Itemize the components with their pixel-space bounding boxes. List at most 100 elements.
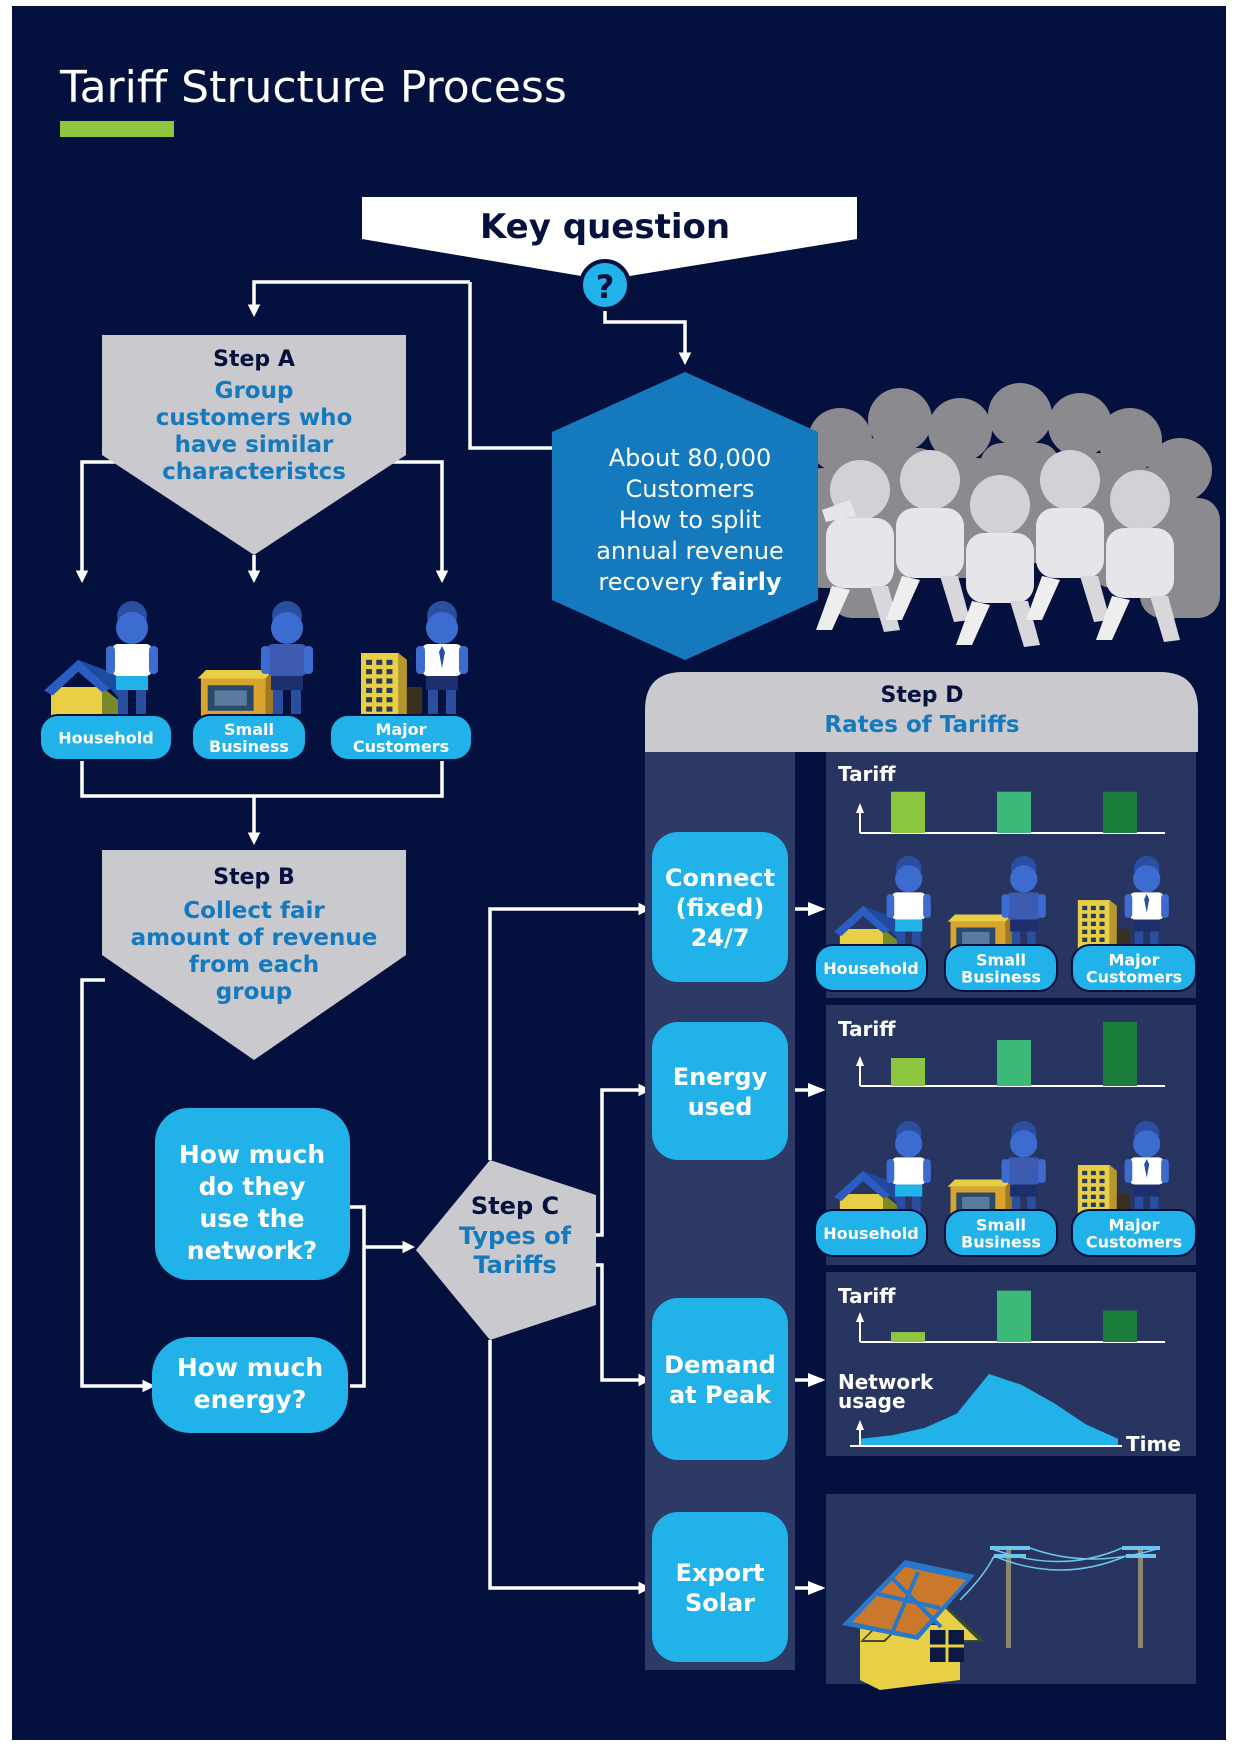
text-line: group <box>216 979 292 1005</box>
chart-bar <box>1103 1310 1137 1342</box>
text-line: Customers <box>353 737 449 756</box>
tariff-type-pill <box>652 832 788 982</box>
tariff-type-pill <box>652 1512 788 1662</box>
page-title: Tariff Structure Process <box>59 62 567 113</box>
text-line: used <box>688 1093 753 1121</box>
title-underline <box>60 121 174 137</box>
person-icon <box>1001 1120 1046 1217</box>
network-question-text: How much do they use the network? <box>179 1140 325 1265</box>
network-usage-area <box>860 1374 1118 1446</box>
text-line: Customers <box>625 475 754 503</box>
text-line: Small <box>224 720 274 739</box>
text-line: Tariffs <box>473 1251 556 1279</box>
text-line: How to split <box>619 506 761 534</box>
text-line: Energy <box>673 1063 768 1091</box>
chart-bar <box>891 1058 925 1086</box>
person-icon <box>1001 855 1046 952</box>
text-line: Household <box>823 959 918 978</box>
text-line: Types of <box>459 1222 572 1250</box>
text-line: Business <box>961 1233 1041 1252</box>
text-line: Business <box>209 737 289 756</box>
solar-house-illustration <box>842 1546 1161 1690</box>
step-c-label: Step C <box>471 1192 559 1220</box>
person-icon <box>1124 855 1169 952</box>
text-line: Group <box>215 378 294 404</box>
text-line: amount of revenue <box>131 925 378 951</box>
text-line: How much <box>177 1353 323 1382</box>
step-a-label: Step A <box>213 347 295 372</box>
chart-bar <box>997 791 1031 833</box>
text-line: Business <box>961 968 1041 987</box>
text-line: Customers <box>1086 968 1182 987</box>
chart-ylabel: Tariff <box>838 762 896 786</box>
text-line: Demand <box>664 1351 776 1379</box>
person-icon <box>886 1120 931 1217</box>
chart-bar <box>997 1290 1031 1342</box>
text-line: Small <box>976 951 1026 970</box>
text-line: Network <box>838 1370 934 1394</box>
person-icon <box>416 601 468 714</box>
text-line: annual revenue <box>596 537 784 565</box>
area-xlabel: Time <box>1126 1432 1181 1456</box>
text-line: Major <box>1108 951 1159 970</box>
text-line: Export <box>676 1559 765 1587</box>
text-line: do they <box>199 1172 306 1201</box>
key-question-label: Key question <box>480 207 730 247</box>
chart-bar <box>1103 1022 1137 1086</box>
customer-group-label: Household <box>823 959 918 978</box>
text-line: Household <box>823 1224 918 1243</box>
text-line: characteristcs <box>162 459 346 485</box>
customer-group-label: Household <box>58 729 153 748</box>
text-line: at Peak <box>669 1381 772 1409</box>
network-question: How much do they use the network? <box>155 1108 350 1280</box>
text-line: Customers <box>1086 1233 1182 1252</box>
emphasis-text: fairly <box>711 568 782 596</box>
text-line: have similar <box>175 432 334 458</box>
tariff-type-pill <box>652 1298 788 1460</box>
text-line: use the <box>199 1204 304 1233</box>
text-line: from each <box>189 952 319 978</box>
key-question-banner: Key question ? <box>362 197 857 311</box>
chart-bar <box>891 791 925 833</box>
text-line: network? <box>187 1236 317 1265</box>
text-line: recovery <box>598 568 711 596</box>
text-line: usage <box>838 1389 906 1413</box>
customer-group-label: Household <box>823 1224 918 1243</box>
text-line: Household <box>58 729 153 748</box>
text-line: Small <box>976 1216 1026 1235</box>
crowd-illustration <box>800 383 1220 647</box>
chart-bar <box>997 1040 1031 1086</box>
person-icon <box>261 601 313 714</box>
chart-bar <box>891 1332 925 1342</box>
person-icon <box>886 855 931 952</box>
text-line: How much <box>179 1140 325 1169</box>
chart-bar <box>1103 791 1137 833</box>
step-b-label: Step B <box>213 865 294 890</box>
text-line: (fixed) <box>676 894 765 922</box>
text-line: About 80,000 <box>609 444 772 472</box>
text-line: Major <box>1108 1216 1159 1235</box>
text-line: customers who <box>156 405 353 431</box>
step-d-sublabel: Rates of Tariffs <box>824 712 1019 738</box>
